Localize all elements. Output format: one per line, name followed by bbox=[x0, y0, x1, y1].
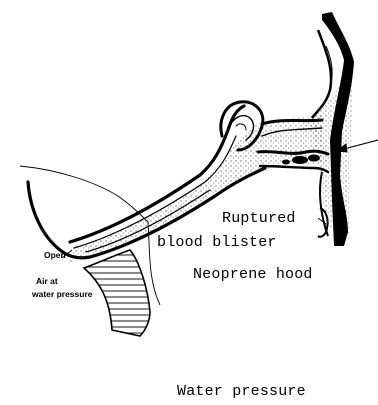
air-at-label: Air at bbox=[36, 276, 58, 286]
open-label: Open bbox=[44, 250, 66, 260]
tissue-stipple bbox=[68, 60, 352, 262]
cartilage-wedge bbox=[84, 250, 150, 336]
blood-blister-label: blood blister bbox=[157, 234, 277, 251]
water-pressure-small-label: water pressure bbox=[32, 289, 92, 299]
ruptured-label: Ruptured bbox=[222, 210, 296, 227]
neoprene-hood-label: Neoprene hood bbox=[193, 266, 313, 283]
blister bbox=[318, 208, 328, 237]
water-pressure-label: Water pressure bbox=[177, 383, 306, 400]
